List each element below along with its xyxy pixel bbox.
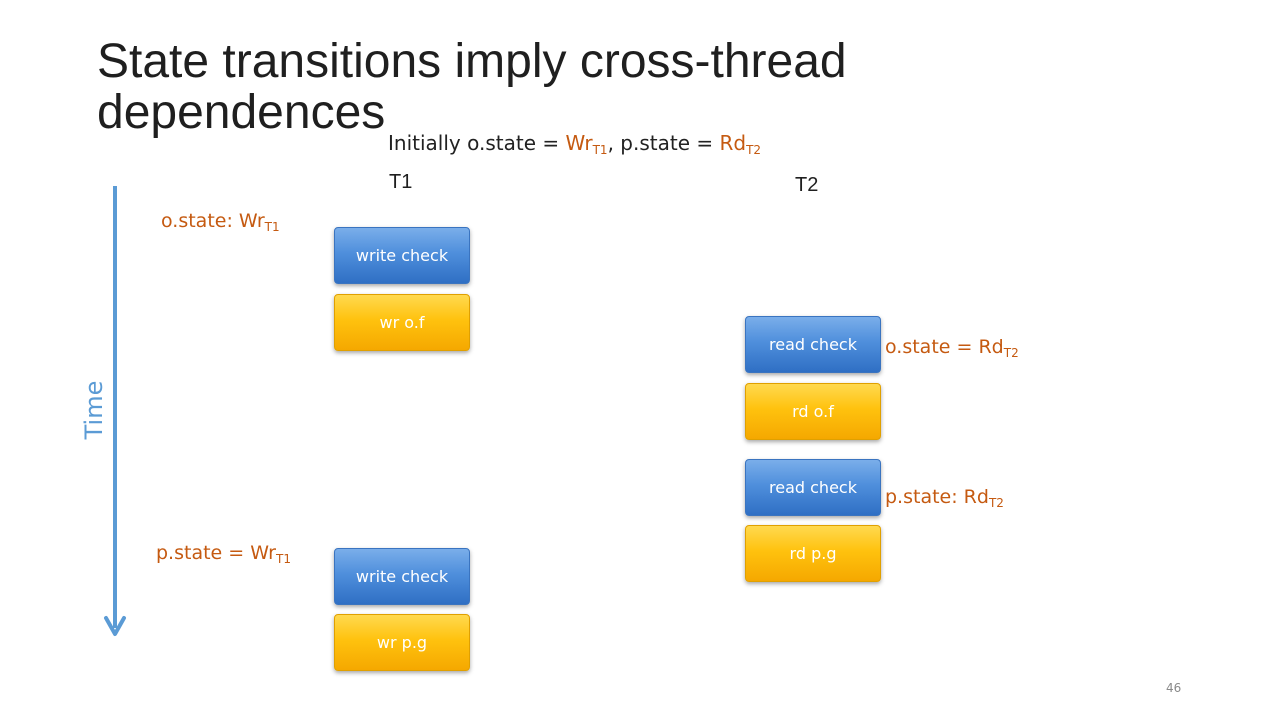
t1-wr-pg-box: wr p.g: [334, 614, 470, 671]
note-p-state-t2: p.state: RdT2: [885, 486, 1004, 510]
initial-prefix: Initially o.state =: [388, 131, 566, 155]
slide-title: State transitions imply cross-thread dep…: [97, 35, 847, 139]
t1-write-check-box: write check: [334, 227, 470, 284]
t2-read-check-box-2: read check: [745, 459, 881, 516]
note-o-state-t1: o.state: WrT1: [161, 210, 280, 234]
t2-rd-pg-box: rd p.g: [745, 525, 881, 582]
thread-label-t2: T2: [795, 174, 819, 196]
thread-label-t1: T1: [389, 171, 413, 193]
initial-o-state: WrT1: [565, 131, 608, 157]
slide-number: 46: [1166, 681, 1182, 695]
t1-write-check-box-2: write check: [334, 548, 470, 605]
note-o-state-t2: o.state = RdT2: [885, 336, 1019, 360]
time-label: Time: [80, 380, 108, 440]
note-p-state-t1: p.state = WrT1: [156, 542, 291, 566]
initial-p-state: RdT2: [719, 131, 762, 157]
t1-wr-of-box: wr o.f: [334, 294, 470, 351]
initial-middle: , p.state =: [607, 131, 720, 155]
t2-read-check-box: read check: [745, 316, 881, 373]
initial-state-line: Initially o.state = WrT1, p.state = RdT2: [388, 131, 762, 157]
t2-rd-of-box: rd o.f: [745, 383, 881, 440]
